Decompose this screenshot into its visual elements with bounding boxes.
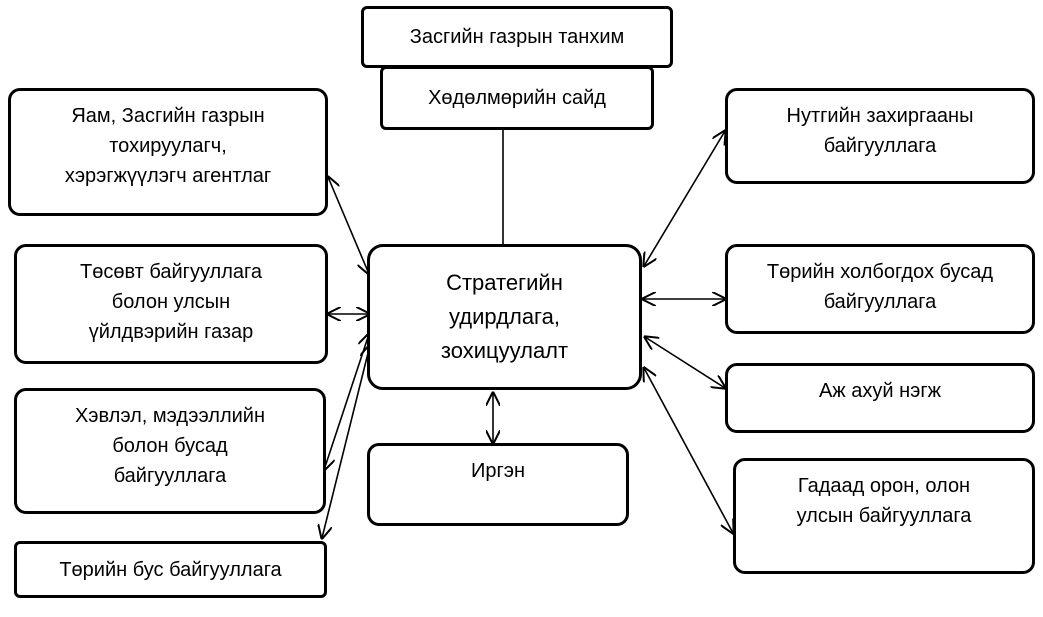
arrow-local-center [644, 131, 725, 266]
business-entity-box: Аж ахуй нэгж [725, 363, 1035, 433]
arrow-ngo-center [322, 345, 370, 538]
ngo-box: Төрийн бус байгууллага [14, 541, 327, 598]
strategic-management-box: Стратегийн удирдлага, зохицуулалт [367, 244, 642, 390]
labor-minister-box: Хөдөлмөрийн сайд [380, 66, 654, 130]
budget-org-box: Төсөвт байгууллага болон улсын үйлдвэрий… [14, 244, 328, 364]
foreign-org-box: Гадаад орон, олон улсын байгууллага [733, 458, 1035, 574]
ministries-box: Яам, Засгийн газрын тохируулагч, хэрэгжү… [8, 88, 328, 216]
citizen-box: Иргэн [367, 443, 629, 526]
arrow-ministries-center [328, 177, 369, 274]
arrow-foreign-center [644, 368, 733, 533]
local-admin-box: Нутгийн захиргааны байгууллага [725, 88, 1035, 184]
other-state-org-box: Төрийн холбогдох бусад байгууллага [725, 244, 1035, 334]
arrow-business-center [645, 337, 725, 388]
cabinet-box: Засгийн газрын танхим [361, 6, 673, 68]
media-box: Хэвлэл, мэдээллийн болон бусад байгуулла… [14, 388, 326, 514]
arrow-media-center [324, 334, 369, 470]
